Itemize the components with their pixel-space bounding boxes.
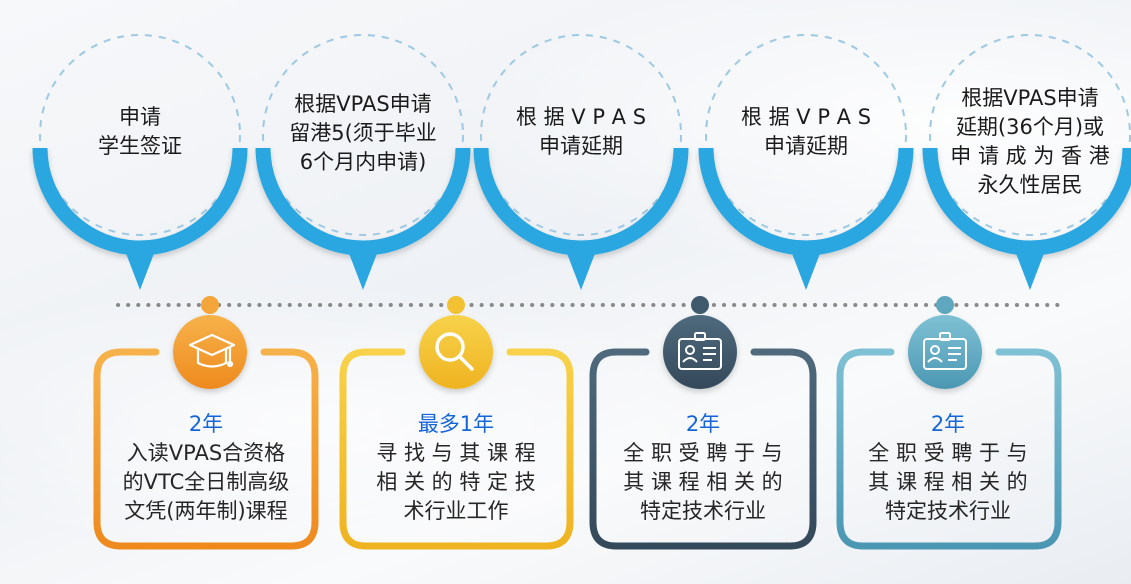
card-4-line-3: 特定技术行业: [885, 499, 1011, 523]
card-2-frame: [339, 315, 574, 550]
card-1-line-2: 的VTC全日制高级: [122, 470, 290, 494]
card-1-text: 2年 入读VPAS合资格 的VTC全日制高级 文凭(两年制)课程: [111, 410, 301, 526]
step-5-line-1: 根据VPAS申请: [961, 86, 1099, 110]
timeline-node-3: [691, 296, 709, 314]
step-circle-5: [922, 34, 1131, 290]
step-3-text: 根 据 V P A S 申请延期: [491, 103, 671, 161]
card-1-duration: 2年: [188, 412, 224, 436]
step-4-line-2: 申请延期: [764, 134, 848, 158]
card-2-duration: 最多1年: [417, 412, 495, 436]
step-5-line-4: 永久性居民: [977, 173, 1083, 197]
card-1-line-3: 文凭(两年制)课程: [124, 499, 288, 523]
timeline-node-4: [936, 296, 954, 314]
card-3-duration: 2年: [685, 412, 721, 436]
step-2-line-2: 留港5(须于毕业: [289, 121, 437, 145]
step-5-line-2: 延期(36个月)或: [955, 115, 1105, 139]
card-4-frame: [836, 315, 1062, 550]
step-circle-1: [32, 34, 248, 290]
card-1-frame: [93, 315, 319, 550]
step-circle-3: [473, 34, 689, 290]
magnifier-icon: [435, 332, 474, 371]
step-1-line-1: 申请: [119, 105, 161, 129]
step-4-text: 根 据 V P A S 申请延期: [716, 103, 896, 161]
step-4-line-1: 根 据 V P A S: [740, 105, 872, 129]
step-2-line-1: 根据VPAS申请: [294, 92, 432, 116]
card-2-text: 最多1年 寻 找 与 其 课 程 相 关 的 特 定 技 术行业工作: [361, 410, 551, 526]
step-circle-2: [255, 34, 471, 290]
card-3-line-2: 其 课 程 相 关 的: [623, 470, 783, 494]
card-4-line-2: 其 课 程 相 关 的: [868, 470, 1028, 494]
step-2-line-3: 6个月内申请): [299, 150, 427, 174]
graduation-cap-icon: [188, 333, 236, 368]
card-2-line-3: 术行业工作: [403, 499, 509, 523]
id-badge-icon: [923, 332, 967, 370]
card-3-text: 2年 全 职 受 聘 于 与 其 课 程 相 关 的 特定技术行业: [608, 410, 798, 526]
step-1-text: 申请 学生签证: [50, 103, 230, 161]
step-circle-4: [698, 34, 914, 290]
step-3-line-1: 根 据 V P A S: [515, 105, 647, 129]
card-1-line-1: 入读VPAS合资格: [126, 441, 286, 465]
card-3-line-3: 特定技术行业: [640, 499, 766, 523]
step-5-text: 根据VPAS申请 延期(36个月)或 申 请 成 为 香 港 永久性居民: [940, 84, 1120, 200]
step-3-line-2: 申请延期: [539, 134, 623, 158]
id-badge-icon: [678, 332, 722, 370]
card-4-line-1: 全 职 受 聘 于 与: [868, 441, 1028, 465]
card-4-text: 2年 全 职 受 聘 于 与 其 课 程 相 关 的 特定技术行业: [853, 410, 1043, 526]
step-5-line-3: 申 请 成 为 香 港: [950, 144, 1110, 168]
card-3-frame: [589, 315, 817, 550]
timeline-node-1: [201, 296, 219, 314]
card-4-duration: 2年: [930, 412, 966, 436]
timeline-node-2: [447, 296, 465, 314]
step-1-line-2: 学生签证: [98, 134, 182, 158]
step-2-text: 根据VPAS申请 留港5(须于毕业 6个月内申请): [273, 90, 453, 177]
card-2-line-2: 相 关 的 特 定 技: [376, 470, 536, 494]
card-3-line-1: 全 职 受 聘 于 与: [623, 441, 783, 465]
card-2-line-1: 寻 找 与 其 课 程: [376, 441, 536, 465]
